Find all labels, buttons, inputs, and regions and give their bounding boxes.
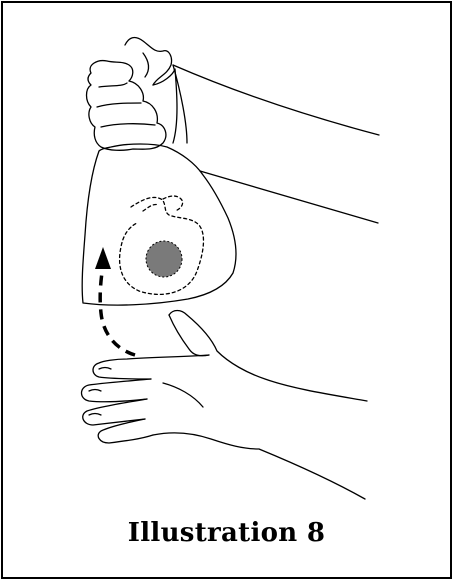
fist-knuckle-3 (101, 124, 155, 127)
lower-hand-index (93, 355, 209, 379)
fist-outline (87, 61, 166, 151)
lower-hand-palm-bottom (153, 433, 365, 499)
lower-hand-crease (163, 383, 203, 407)
lower-hand-finger-tip-3 (89, 414, 101, 416)
stoma-dot (146, 241, 182, 277)
illustration-frame: Illustration 8 (1, 1, 452, 579)
fist-knuckle-2 (97, 103, 141, 107)
lower-hand-finger-tip-2 (89, 390, 101, 392)
bag-body (82, 144, 236, 305)
lower-hand-finger-tip-1 (99, 368, 111, 370)
dashed-upward-arrow-icon (95, 247, 135, 355)
lower-hand-little (98, 419, 153, 443)
fist-knuckle-1 (99, 83, 127, 87)
upper-arm-top-line (173, 65, 379, 135)
illustration-caption: Illustration 8 (3, 518, 450, 548)
bag-neck-fold (143, 53, 149, 77)
lower-hand-thumb (169, 315, 209, 356)
hand-and-bag-illustration (3, 3, 454, 581)
